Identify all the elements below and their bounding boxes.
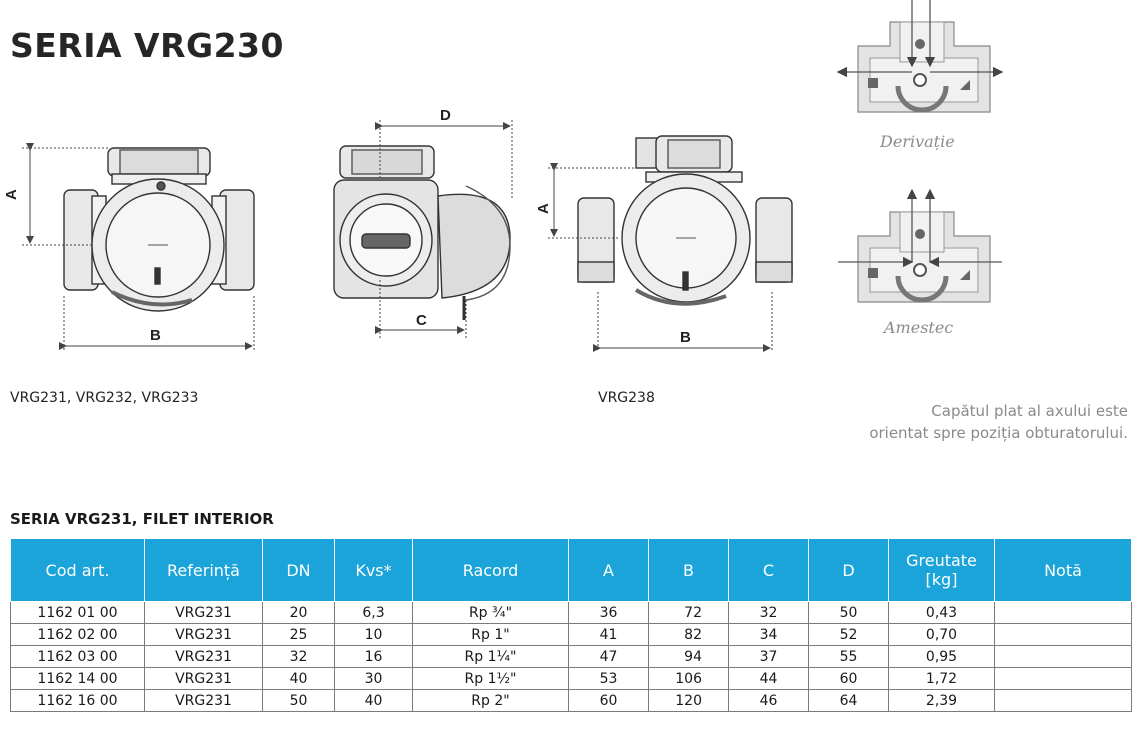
valve-side-drawing	[333, 145, 511, 320]
cell-code: 1162 01 00	[10, 601, 145, 624]
cell-b: 106	[648, 667, 729, 690]
cell-d: 60	[808, 667, 889, 690]
cell-code: 1162 03 00	[10, 645, 145, 668]
cell-code: 1162 16 00	[10, 689, 145, 712]
cell-weight: 1,72	[888, 667, 995, 690]
col-header-dn: DN	[262, 538, 335, 602]
col-header-reference: Referință	[144, 538, 263, 602]
cell-a: 53	[568, 667, 649, 690]
table-row: 1162 02 00 VRG231 25 10 Rp 1" 41 82 34 5…	[10, 623, 1132, 646]
cell-code: 1162 02 00	[10, 623, 145, 646]
col-header-a: A	[568, 538, 649, 602]
cell-kvs: 16	[334, 645, 413, 668]
dim-label-a-2: A	[535, 203, 552, 214]
dim-label-b-2: B	[680, 329, 691, 346]
cell-connection: Rp 1"	[412, 623, 569, 646]
cell-reference: VRG231	[144, 623, 263, 646]
cell-dn: 50	[262, 689, 335, 712]
cell-weight: 0,70	[888, 623, 995, 646]
cell-b: 120	[648, 689, 729, 712]
cell-b: 72	[648, 601, 729, 624]
cell-connection: Rp ¾"	[412, 601, 569, 624]
cell-weight: 0,43	[888, 601, 995, 624]
table-row: 1162 01 00 VRG231 20 6,3 Rp ¾" 36 72 32 …	[10, 601, 1132, 624]
page-title: SERIA VRG230	[10, 26, 284, 65]
spec-table: Cod art. Referință DN Kvs* Racord A B C …	[10, 538, 1132, 712]
cell-kvs: 40	[334, 689, 413, 712]
cell-dn: 40	[262, 667, 335, 690]
side-dimension-lines	[375, 120, 513, 338]
cell-c: 32	[728, 601, 809, 624]
caption-vrg238: VRG238	[598, 390, 655, 406]
col-header-note: Notă	[994, 538, 1132, 602]
valve-front-drawing	[63, 147, 255, 312]
cell-b: 94	[648, 645, 729, 668]
col-header-kvs: Kvs*	[334, 538, 413, 602]
cell-d: 64	[808, 689, 889, 712]
dim-label-d: D	[440, 107, 451, 124]
cell-d: 52	[808, 623, 889, 646]
valve-vrg238-drawing	[577, 135, 793, 306]
cell-c: 34	[728, 623, 809, 646]
cell-weight: 0,95	[888, 645, 995, 668]
flow-label-derivation: Derivație	[880, 132, 955, 151]
table-row: 1162 16 00 VRG231 50 40 Rp 2" 60 120 46 …	[10, 689, 1132, 712]
cell-reference: VRG231	[144, 667, 263, 690]
cell-note	[994, 601, 1132, 624]
cell-a: 60	[568, 689, 649, 712]
flow-diagram-derivation	[836, 0, 1004, 113]
cell-reference: VRG231	[144, 645, 263, 668]
cell-c: 44	[728, 667, 809, 690]
cell-d: 50	[808, 601, 889, 624]
col-header-b: B	[648, 538, 729, 602]
dim-label-c: C	[416, 312, 427, 329]
cell-kvs: 6,3	[334, 601, 413, 624]
cell-dn: 32	[262, 645, 335, 668]
cell-a: 36	[568, 601, 649, 624]
cell-dn: 20	[262, 601, 335, 624]
note-line-1: Capătul plat al axului este	[931, 402, 1128, 420]
cell-kvs: 30	[334, 667, 413, 690]
caption-vrg231-233: VRG231, VRG232, VRG233	[10, 390, 199, 406]
dim-label-b-1: B	[150, 327, 161, 344]
col-header-d: D	[808, 538, 889, 602]
col-header-c: C	[728, 538, 809, 602]
table-title: SERIA VRG231, FILET INTERIOR	[10, 510, 274, 528]
note-line-2: orientat spre poziția obturatorului.	[869, 424, 1128, 442]
col-header-code: Cod art.	[10, 538, 145, 602]
table-header-row: Cod art. Referință DN Kvs* Racord A B C …	[10, 538, 1132, 602]
cell-c: 37	[728, 645, 809, 668]
cell-a: 47	[568, 645, 649, 668]
table-row: 1162 14 00 VRG231 40 30 Rp 1½" 53 106 44…	[10, 667, 1132, 690]
cell-connection: Rp 2"	[412, 689, 569, 712]
cell-reference: VRG231	[144, 601, 263, 624]
flow-label-mixing: Amestec	[884, 318, 954, 337]
cell-a: 41	[568, 623, 649, 646]
cell-code: 1162 14 00	[10, 667, 145, 690]
cell-kvs: 10	[334, 623, 413, 646]
table-row: 1162 03 00 VRG231 32 16 Rp 1¼" 47 94 37 …	[10, 645, 1132, 668]
cell-note	[994, 667, 1132, 690]
col-header-connection: Racord	[412, 538, 569, 602]
cell-note	[994, 689, 1132, 712]
cell-note	[994, 645, 1132, 668]
cell-note	[994, 623, 1132, 646]
vrg238-dimension-lines	[548, 163, 773, 352]
valve-drawings: A B D C	[3, 0, 1004, 352]
front-dimension-lines	[22, 143, 255, 350]
cell-b: 82	[648, 623, 729, 646]
shaft-orientation-note: Capătul plat al axului este orientat spr…	[869, 400, 1128, 444]
flow-diagram-mixing	[838, 188, 1002, 303]
dim-label-a-1: A	[3, 189, 20, 200]
cell-weight: 2,39	[888, 689, 995, 712]
cell-d: 55	[808, 645, 889, 668]
cell-connection: Rp 1½"	[412, 667, 569, 690]
cell-connection: Rp 1¼"	[412, 645, 569, 668]
col-header-weight: Greutate [kg]	[888, 538, 995, 602]
cell-dn: 25	[262, 623, 335, 646]
cell-c: 46	[728, 689, 809, 712]
cell-reference: VRG231	[144, 689, 263, 712]
